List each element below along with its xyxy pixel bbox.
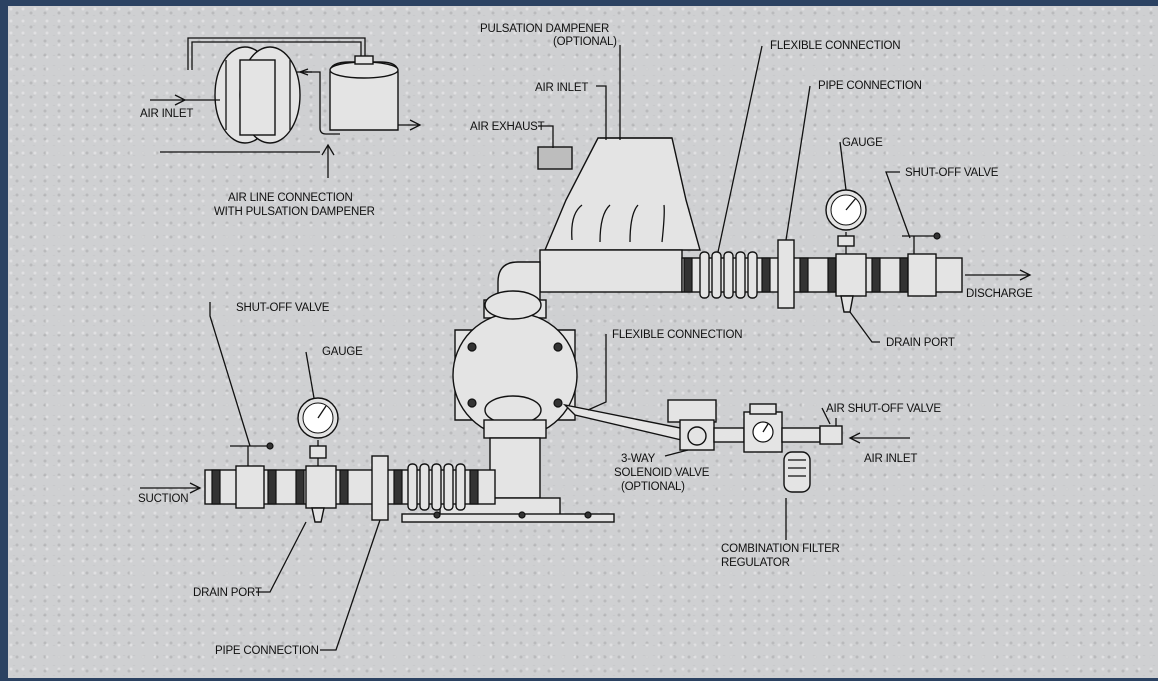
label-suction: SUCTION: [138, 493, 188, 505]
label-air-inlet-right: AIR INLET: [864, 453, 917, 465]
air-supply-assembly: [562, 399, 910, 493]
label-solenoid-line-1: 3-WAY: [621, 453, 656, 465]
label-air-inlet-top: AIR INLET: [535, 82, 588, 94]
label-drain-port-left: DRAIN PORT: [193, 587, 262, 599]
label-solenoid-line-3: (OPTIONAL): [621, 481, 685, 493]
label-drain-port-right: DRAIN PORT: [886, 337, 955, 349]
label-inset-caption-1: AIR LINE CONNECTION: [228, 192, 353, 204]
pump-assembly: [401, 137, 701, 523]
label-gauge-right: GAUGE: [842, 137, 883, 149]
label-air-exhaust: AIR EXHAUST: [470, 121, 545, 133]
label-air-shutoff-valve: AIR SHUT-OFF VALVE: [826, 403, 941, 415]
label-combination-filter: COMBINATION FILTER: [721, 543, 840, 555]
label-flexible-connection-mid: FLEXIBLE CONNECTION: [612, 329, 742, 341]
inset-air-line-sketch: [150, 37, 422, 178]
label-pipe-connection-top: PIPE CONNECTION: [818, 80, 922, 92]
label-inset-air-inlet: AIR INLET: [140, 108, 193, 120]
discharge-piping: [681, 189, 1032, 313]
label-inset-caption-2: WITH PULSATION DAMPENER: [214, 206, 375, 218]
label-pipe-connection-bottom: PIPE CONNECTION: [215, 645, 319, 657]
label-flexible-connection-top: FLEXIBLE CONNECTION: [770, 40, 900, 52]
label-pulsation-dampener: PULSATION DAMPENER: [480, 23, 609, 35]
pump-installation-diagram: PULSATION DAMPENER (OPTIONAL) AIR INLET …: [138, 23, 1033, 657]
label-gauge-left: GAUGE: [322, 346, 363, 358]
label-discharge: DISCHARGE: [966, 288, 1033, 300]
leader-lines: [209, 45, 911, 651]
label-regulator: REGULATOR: [721, 557, 790, 569]
label-solenoid-line-2: SOLENOID VALVE: [614, 467, 710, 479]
label-shutoff-valve-right: SHUT-OFF VALVE: [905, 167, 999, 179]
diagram-labels: PULSATION DAMPENER (OPTIONAL) AIR INLET …: [138, 23, 1033, 657]
label-optional: (OPTIONAL): [553, 36, 617, 48]
diagram-panel: PULSATION DAMPENER (OPTIONAL) AIR INLET …: [8, 6, 1158, 678]
suction-piping: [140, 397, 496, 523]
label-shutoff-valve-left: SHUT-OFF VALVE: [236, 302, 330, 314]
